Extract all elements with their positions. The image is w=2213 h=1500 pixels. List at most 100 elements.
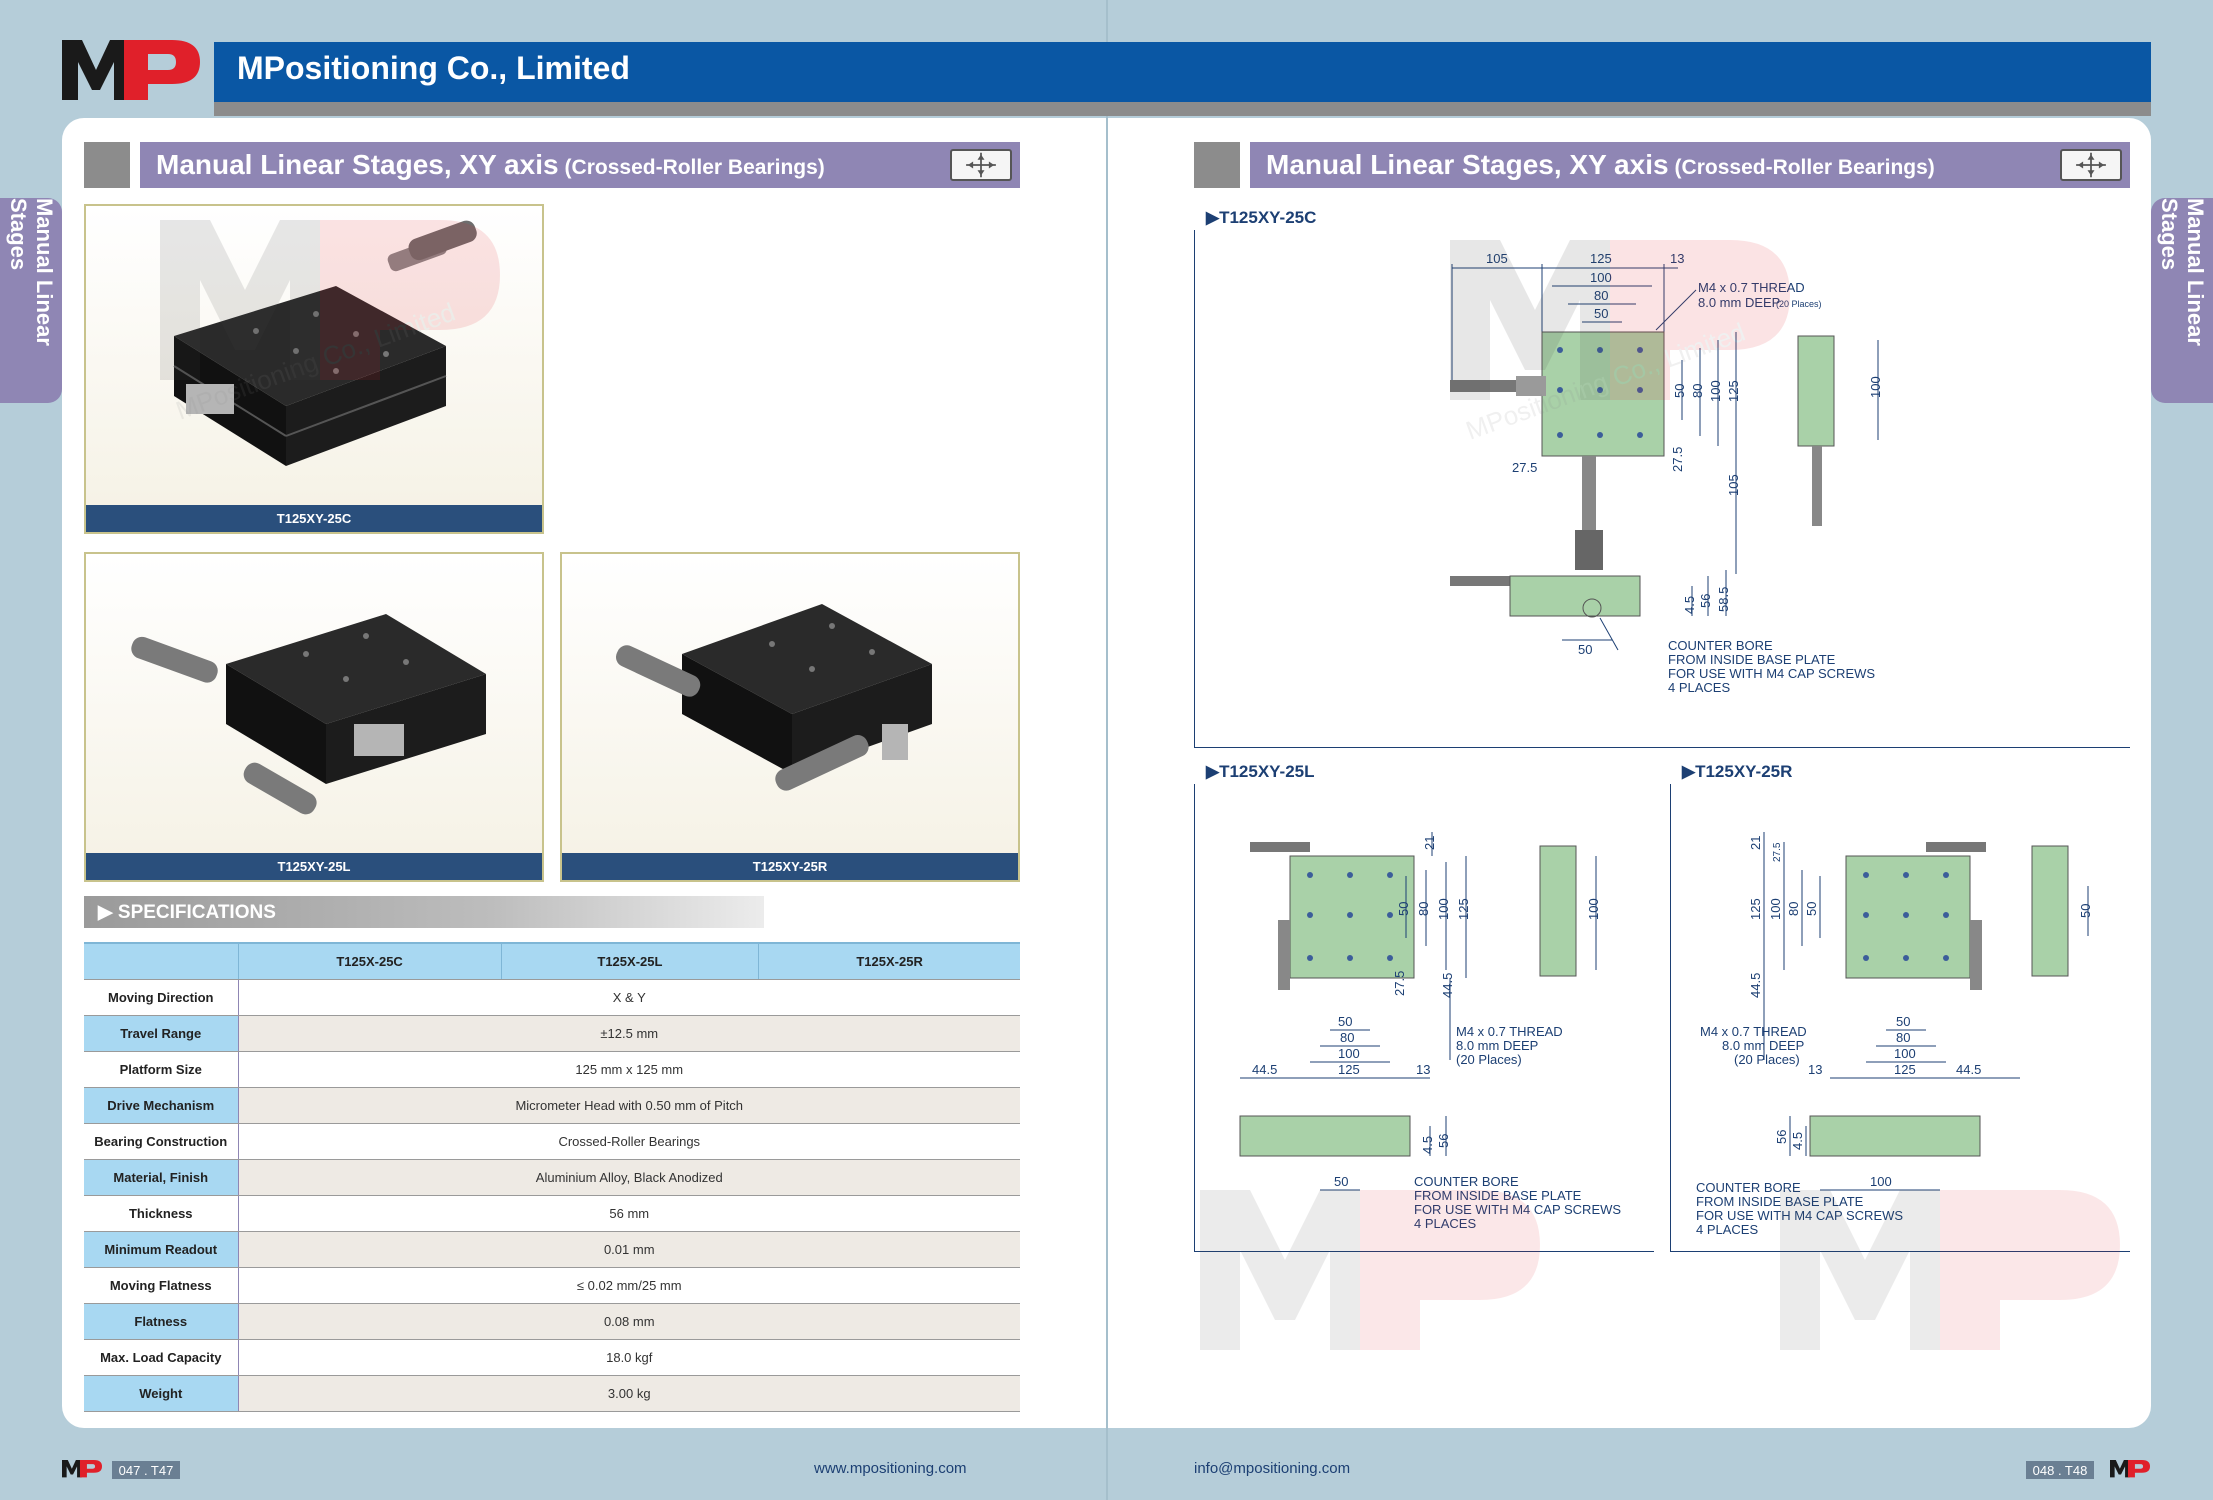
dim-label: 80 bbox=[1594, 288, 1608, 303]
dim-label: 80 bbox=[1340, 1030, 1354, 1045]
xy-axis-icon bbox=[2060, 149, 2122, 181]
header-bar bbox=[214, 42, 2151, 102]
section-title-bar-left: Manual Linear Stages, XY axis (Crossed-R… bbox=[140, 142, 1020, 188]
dim-label: 125 bbox=[1590, 251, 1612, 266]
dim-label: 100 bbox=[1708, 380, 1723, 402]
stage-side-view bbox=[1539, 845, 1577, 977]
dim-label: 58.5 bbox=[1716, 587, 1731, 612]
side-tab-left[interactable]: Manual Linear Stages bbox=[0, 198, 62, 403]
counter-bore-note: COUNTER BORE bbox=[1696, 1180, 1801, 1195]
section-title-bar-right: Manual Linear Stages, XY axis (Crossed-R… bbox=[1250, 142, 2130, 188]
drawing-title-25l: ▶T125XY-25L bbox=[1206, 762, 1315, 781]
dim-label: 100 bbox=[1870, 1174, 1892, 1189]
dim-label: 100 bbox=[1768, 898, 1783, 920]
section-subtitle: (Crossed-Roller Bearings) bbox=[1674, 155, 1935, 179]
column-header: T125X-25L bbox=[500, 942, 759, 980]
dim-label: 50 bbox=[1338, 1014, 1352, 1029]
dim-label: 50 bbox=[1672, 384, 1687, 398]
dim-label: 125 bbox=[1338, 1062, 1360, 1077]
dim-label: 13 bbox=[1808, 1062, 1822, 1077]
micrometer-x bbox=[1926, 842, 1986, 852]
header-shadow bbox=[214, 102, 2151, 116]
dim-label: 125 bbox=[1726, 380, 1741, 402]
leader-line bbox=[1599, 617, 1619, 651]
section-title: Manual Linear Stages, XY axis bbox=[1266, 149, 1669, 180]
dim-label: 50 bbox=[1896, 1014, 1910, 1029]
photo-caption: T125XY-25L bbox=[86, 853, 542, 880]
thread-note: 8.0 mm DEEP bbox=[1722, 1038, 1804, 1053]
counter-bore-note: COUNTER BORE bbox=[1414, 1174, 1519, 1189]
dim-label: 27.5 bbox=[1772, 842, 1783, 862]
table-row: Moving Flatness ≤ 0.02 mm/25 mm bbox=[84, 1267, 1020, 1304]
dim-label: 80 bbox=[1896, 1030, 1910, 1045]
section-title: Manual Linear Stages, XY axis bbox=[156, 149, 559, 180]
stage-front-view bbox=[1239, 1115, 1411, 1157]
thread-note: M4 x 0.7 THREAD bbox=[1456, 1024, 1563, 1039]
row-value: X & Y bbox=[237, 979, 1020, 1016]
dim-label: 13 bbox=[1416, 1062, 1430, 1077]
micrometer-x bbox=[1450, 380, 1520, 392]
micrometer-y-knob bbox=[1575, 530, 1603, 570]
section-subtitle: (Crossed-Roller Bearings) bbox=[564, 155, 825, 179]
row-label: Max. Load Capacity bbox=[84, 1339, 238, 1376]
footer-website-link[interactable]: www.mpositioning.com bbox=[814, 1460, 967, 1477]
product-photo-25r[interactable]: T125XY-25R bbox=[560, 552, 1020, 882]
footer-logo bbox=[62, 1460, 102, 1483]
thread-note: M4 x 0.7 THREAD bbox=[1700, 1024, 1807, 1039]
section-marker-right bbox=[1194, 142, 1240, 188]
drawing-frame-25c bbox=[1194, 230, 2130, 748]
thread-note: (20 Places) bbox=[1776, 299, 1822, 309]
footer-email-link[interactable]: info@mpositioning.com bbox=[1194, 1460, 1351, 1477]
drawing-25r: 21 27.5 125 100 80 50 44.5 50 80 100 13 … bbox=[1696, 832, 2093, 1237]
thread-note: (20 Places) bbox=[1734, 1052, 1800, 1067]
dim-label: 100 bbox=[1894, 1046, 1916, 1061]
section-marker-left bbox=[84, 142, 130, 188]
dim-label: 125 bbox=[1456, 898, 1471, 920]
counter-bore-note: FOR USE WITH M4 CAP SCREWS bbox=[1414, 1202, 1621, 1217]
row-label: Flatness bbox=[84, 1303, 238, 1340]
dim-label: 100 bbox=[1338, 1046, 1360, 1061]
side-tab-right[interactable]: Manual Linear Stages bbox=[2151, 198, 2213, 403]
dim-label: 4.5 bbox=[1682, 596, 1697, 614]
company-name: MPositioning Co., Limited bbox=[237, 50, 630, 86]
thread-note: 8.0 mm DEEP bbox=[1456, 1038, 1538, 1053]
row-label: Minimum Readout bbox=[84, 1231, 238, 1268]
table-row: Material, Finish Aluminium Alloy, Black … bbox=[84, 1159, 1020, 1196]
dim-label: 27.5 bbox=[1670, 447, 1685, 472]
counter-bore-note: 4 PLACES bbox=[1668, 680, 1730, 695]
product-photo-25c[interactable]: T125XY-25C bbox=[84, 204, 544, 534]
micrometer-y bbox=[1582, 456, 1596, 546]
dim-label: 100 bbox=[1586, 898, 1601, 920]
drawing-25l: 21 50 80 100 125 27.5 44.5 50 80 100 44.… bbox=[1239, 832, 1621, 1231]
table-row: Flatness 0.08 mm bbox=[84, 1303, 1020, 1340]
dim-label: 80 bbox=[1786, 902, 1801, 916]
column-header: T125X-25R bbox=[758, 942, 1020, 980]
product-photo-25l[interactable]: T125XY-25L bbox=[84, 552, 544, 882]
drawing-frame-25r bbox=[1670, 784, 2130, 1252]
dim-label: 56 bbox=[1774, 1130, 1789, 1144]
stage-side-view bbox=[1797, 335, 1835, 447]
mp-logo bbox=[62, 40, 200, 107]
row-label: Moving Flatness bbox=[84, 1267, 238, 1304]
dim-label: 4.5 bbox=[1790, 1132, 1805, 1150]
photo-caption: T125XY-25R bbox=[562, 853, 1018, 880]
drawing-25c: 105 125 13 100 80 50 M4 x 0.7 THREAD 8.0… bbox=[1450, 251, 1883, 695]
row-value: 18.0 kgf bbox=[237, 1339, 1020, 1376]
counter-bore-note: COUNTER BORE bbox=[1668, 638, 1773, 653]
thread-note: (20 Places) bbox=[1456, 1052, 1522, 1067]
counter-bore-note: FROM INSIDE BASE PLATE bbox=[1414, 1188, 1582, 1203]
dim-label: 27.5 bbox=[1512, 460, 1537, 475]
dim-label: 44.5 bbox=[1956, 1062, 1981, 1077]
counter-bore-note: FROM INSIDE BASE PLATE bbox=[1696, 1194, 1864, 1209]
stage-side-view bbox=[2031, 845, 2069, 977]
counter-bore-note: 4 PLACES bbox=[1414, 1216, 1476, 1231]
dim-label: 4.5 bbox=[1420, 1136, 1435, 1154]
stage-image bbox=[131, 614, 486, 815]
thread-note: 8.0 mm DEEP bbox=[1698, 295, 1780, 310]
row-value: 125 mm x 125 mm bbox=[237, 1051, 1020, 1088]
counter-bore-note: FROM INSIDE BASE PLATE bbox=[1668, 652, 1836, 667]
dim-label: 125 bbox=[1748, 898, 1763, 920]
row-label: Material, Finish bbox=[84, 1159, 238, 1196]
dim-label: 44.5 bbox=[1748, 973, 1763, 998]
counter-bore-mark bbox=[1582, 598, 1602, 618]
